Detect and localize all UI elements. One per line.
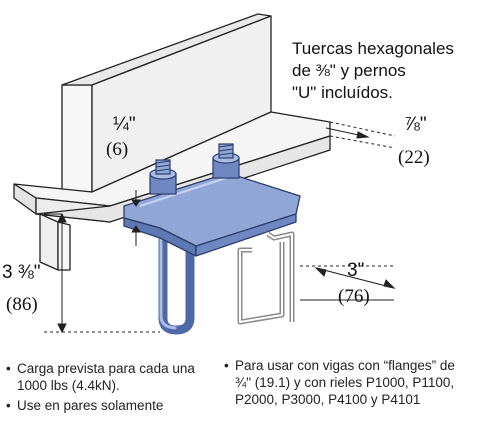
bullet-icon: • <box>6 398 11 413</box>
right-nut <box>212 143 240 179</box>
dim-seven-eighths-in: ⅞" <box>404 114 427 135</box>
u-bolt-highlight <box>159 194 177 330</box>
bullet-icon: • <box>224 358 229 373</box>
dim-quarter-mm: (6) <box>106 139 129 160</box>
note-pairs: • Use en pares solamente <box>6 397 195 414</box>
notes-right: • Para usar con vigas con “flanges” de ¾"… <box>224 357 455 408</box>
beam <box>13 13 331 271</box>
note-usage-2: ¾" (19.1) y con rieles P1000, P1100, <box>224 374 455 391</box>
dim-quarter-in: ¼" <box>113 114 136 135</box>
note-usage-text-1: Para usar con vigas con “flanges” de <box>235 358 455 373</box>
strut-channel <box>237 231 295 325</box>
clamp-plate <box>123 172 301 257</box>
note-usage-3: P2000, P3000, P4100 y P4101 <box>224 391 455 408</box>
dimension-lines <box>44 121 396 334</box>
note-usage-text-3: P2000, P3000, P4100 y P4101 <box>235 392 421 407</box>
dim-height-in: 3 ⅜" <box>2 262 41 283</box>
callout-line-2: de ⅜" y pernos <box>292 61 406 80</box>
note-usage: • Para usar con vigas con “flanges” de <box>224 357 455 374</box>
note-load-value: 1000 lbs (4.4kN). <box>6 377 195 394</box>
dim-width-mm: (76) <box>338 286 370 307</box>
note-load-value-text: 1000 lbs (4.4kN). <box>17 378 120 393</box>
left-nut <box>149 159 177 195</box>
callout-line-1: Tuercas hexagonales <box>292 39 454 58</box>
dim-height-mm: (86) <box>6 294 38 315</box>
note-load-text: Carga prevista para cada una <box>17 361 195 376</box>
bullet-icon: • <box>6 361 11 376</box>
note-load: • Carga prevista para cada una <box>6 360 195 377</box>
callout-line-3: "U" incluídos. <box>292 83 393 102</box>
note-pairs-text: Use en pares solamente <box>17 398 164 413</box>
note-usage-text-2: ¾" (19.1) y con rieles P1000, P1100, <box>235 375 455 390</box>
dim-seven-eighths-mm: (22) <box>398 147 430 168</box>
notes-left: • Carga prevista para cada una 1000 lbs (… <box>6 360 195 414</box>
dim-width-in: 3" <box>347 260 365 281</box>
